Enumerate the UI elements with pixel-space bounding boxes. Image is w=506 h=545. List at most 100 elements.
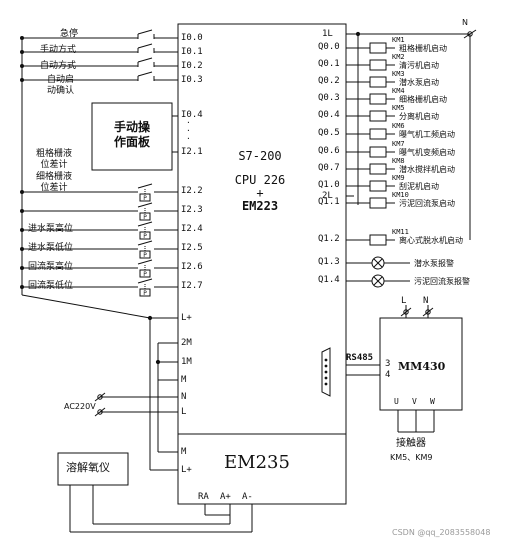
label-return-pump-high: 回流泵高位	[28, 262, 74, 272]
mm430-l: L	[401, 296, 407, 306]
coil-label-km10: KM10	[392, 191, 409, 199]
pin-q01: Q0.1	[318, 59, 340, 69]
neutral-label: N	[462, 18, 468, 27]
coil-label-km6: KM6	[392, 122, 405, 130]
pin-q04: Q0.4	[318, 110, 340, 120]
input-inlet-pump-low-contact: P	[20, 240, 178, 259]
output-label-q02: 潜水泵启动	[399, 78, 439, 87]
output-label-q12: 离心式脱水机启动	[399, 236, 463, 245]
pin-i23: I2.3	[181, 205, 203, 215]
manual-panel-line2: 作面板	[113, 135, 150, 149]
pin-i21: I2.1	[181, 147, 203, 157]
input-manual-mode-contact	[20, 43, 178, 54]
em235-ra: RA	[198, 492, 209, 502]
output-label-q04: 分离机启动	[399, 112, 439, 121]
input-auto-start-confirm-contact	[20, 71, 178, 82]
pin-n: N	[181, 392, 187, 402]
input-inlet-pump-high-contact: P	[20, 221, 178, 240]
pin-q11: Q1.1	[318, 197, 340, 207]
coil-label-km9: KM9	[392, 174, 405, 182]
pin-dots: ···	[186, 118, 191, 143]
pin-q13: Q1.3	[318, 257, 340, 267]
coil-label-km4: KM4	[392, 87, 405, 95]
pin-i04: I0.4	[181, 110, 203, 120]
coil-label-km8: KM8	[392, 157, 405, 165]
input-estop-contact	[20, 29, 178, 40]
label-fine-screen-level: 细格栅液位差计	[36, 172, 73, 193]
pin-q05: Q0.5	[318, 128, 340, 138]
pin-q14: Q1.4	[318, 275, 340, 285]
pin-2m: 2M	[181, 338, 192, 348]
contactor-sub: KM5、KM9	[390, 453, 433, 462]
plc-line3: +	[256, 186, 264, 200]
label-auto-mode: 自动方式	[40, 61, 77, 71]
output-label-q03: 细格栅机启动	[399, 95, 447, 104]
label-coarse-screen-level: 粗格栅液位差计	[36, 149, 73, 170]
output-label-q01: 清污机启动	[399, 61, 439, 70]
pin-m: M	[181, 375, 187, 385]
pressure-switch-p: P	[143, 214, 147, 221]
label-inlet-pump-low: 进水泵低位	[28, 243, 74, 253]
mm430-title: MM430	[398, 360, 446, 373]
coil-label-km11: KM11	[392, 228, 409, 236]
mm430-box	[379, 317, 463, 411]
label-estop: 急停	[60, 29, 79, 39]
plc-line4: EM223	[241, 199, 279, 213]
output-rung-q00	[346, 34, 471, 54]
output-rung-q14	[346, 274, 410, 288]
pin-i24: I2.4	[181, 224, 203, 234]
manual-panel-box	[91, 102, 173, 171]
output-label-q00: 粗格栅机启动	[399, 44, 447, 53]
pin-i26: I2.6	[181, 262, 203, 272]
pin-i22: I2.2	[181, 186, 203, 196]
pin-i03: I0.3	[181, 75, 203, 85]
ac220v-label: AC220V	[64, 402, 96, 411]
coil-label-km3: KM3	[392, 70, 405, 78]
label-auto-start-confirm-line2: 动确认	[47, 86, 75, 96]
pin-i00: I0.0	[181, 33, 203, 43]
pressure-switch-p: P	[143, 252, 147, 259]
output-label-q10: 刮泥机启动	[399, 182, 439, 191]
pin-q07: Q0.7	[318, 163, 340, 173]
pin-i27: I2.7	[181, 281, 203, 291]
input-coarse-screen-level-contact: P	[20, 183, 178, 202]
output-label-q06: 曝气机变频启动	[399, 148, 455, 157]
coil-label-km5: KM5	[392, 104, 405, 112]
pin-q06: Q0.6	[318, 146, 340, 156]
pin-2l: 2L	[322, 191, 333, 201]
pin-1m: 1M	[181, 357, 192, 367]
em235-aminus: A-	[242, 492, 253, 502]
pin-l: L	[181, 407, 187, 417]
plc-title: S7-200 CPU 226 + EM223	[210, 148, 310, 214]
output-rung-q12	[346, 34, 471, 246]
output-label-q07: 潜水搅拌机启动	[399, 165, 455, 174]
output-label-q05: 曝气机工频启动	[399, 130, 455, 139]
plc-line2: CPU 226	[234, 173, 286, 187]
do-meter-label: 溶解氧仪	[66, 461, 110, 474]
mm430-pin3: 3	[385, 359, 391, 369]
label-inlet-pump-high: 进水泵高位	[28, 224, 74, 234]
input-fine-screen-level-contact: P	[20, 202, 178, 221]
rs485-connector	[321, 347, 331, 397]
mm430-u: U	[394, 397, 399, 406]
coil-label-km7: KM7	[392, 140, 405, 148]
pin-i01: I0.1	[181, 47, 203, 57]
output-label-q14: 污泥回流泵报警	[414, 277, 470, 286]
coil-label-km1: KM1	[392, 36, 405, 44]
em235-aplus: A+	[220, 492, 231, 502]
label-auto-start-confirm-line1: 自动启	[47, 75, 75, 85]
pin-q10: Q1.0	[318, 180, 340, 190]
em235-block	[177, 433, 347, 505]
pin-q02: Q0.2	[318, 76, 340, 86]
mm430-v: V	[412, 397, 417, 406]
rs485-label: RS485	[346, 353, 374, 363]
input-return-pump-low-contact: P	[20, 278, 178, 297]
pressure-switch-p: P	[143, 271, 147, 278]
mm430-n: N	[423, 296, 429, 306]
plc-line1: S7-200	[238, 149, 282, 163]
label-manual-mode: 手动方式	[40, 45, 77, 55]
output-label-q11: 污泥回流泵启动	[399, 199, 455, 208]
pin-q03: Q0.3	[318, 93, 340, 103]
pin-lplus: L+	[181, 313, 192, 323]
